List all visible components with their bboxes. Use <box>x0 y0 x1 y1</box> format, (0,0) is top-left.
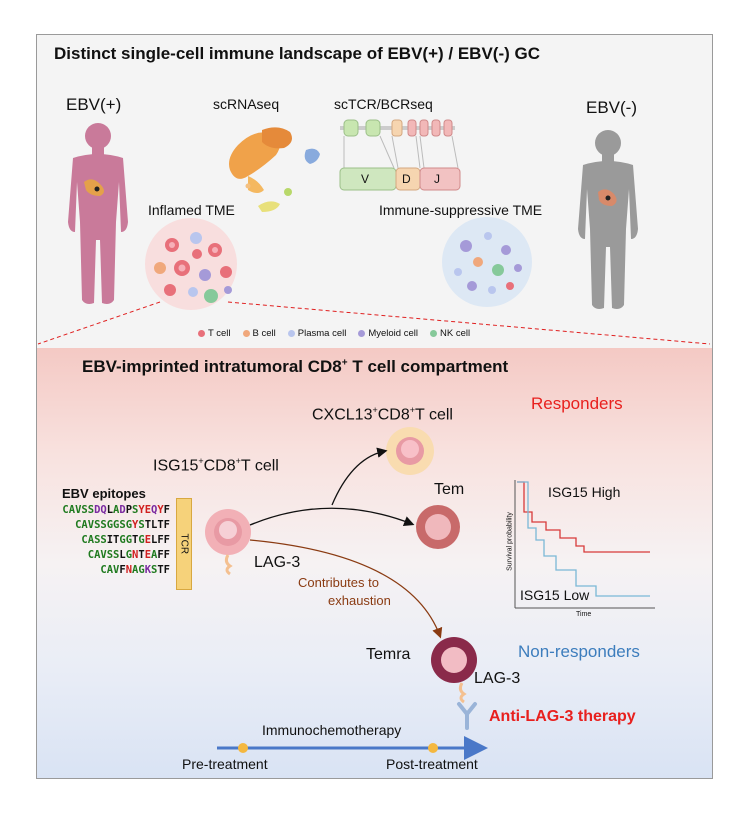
bottom-panel <box>37 348 712 778</box>
legend-label: Myeloid cell <box>368 328 418 339</box>
cd8-sup: + <box>235 456 241 466</box>
immunochemotherapy-label: Immunochemotherapy <box>262 722 402 738</box>
inflamed-tme-label: Inflamed TME <box>148 202 235 218</box>
segment-d-label: D <box>402 172 411 186</box>
ebv-positive-label: EBV(+) <box>66 95 122 114</box>
arrow-to-cxcl13 <box>331 447 388 506</box>
legend-item-b-cell: B cell <box>242 328 276 339</box>
isg15-cd8-label: ISG15+CD8+T cell <box>153 456 279 475</box>
km-survival-plot <box>514 480 655 609</box>
responders-label: Responders <box>531 394 623 413</box>
legend-label: B cell <box>252 328 276 339</box>
antibody-icon <box>457 702 477 730</box>
t-cell-text: T cell <box>240 457 279 475</box>
scrnaseq-label: scRNAseq <box>213 96 280 112</box>
legend-dot <box>429 330 437 337</box>
tem-cell-icon <box>416 505 460 549</box>
temra-cell-icon <box>431 637 477 704</box>
cell-type-legend: T cell B cell Plasma cell Myeloid cell N… <box>198 328 470 339</box>
tcr-sequence: CASSITGGTGELFF <box>81 534 170 546</box>
legend-label: NK cell <box>439 328 471 339</box>
suppressive-tme-label: Immune-suppressive TME <box>379 202 543 218</box>
cxcl13-text: CXCL13 <box>312 406 373 424</box>
figure-frame <box>36 34 713 779</box>
km-y-label: Survival probability <box>506 512 514 571</box>
km-high-curve <box>517 481 650 553</box>
km-low-curve <box>517 481 650 597</box>
tcr-bar <box>176 498 192 590</box>
bottom-title: EBV-imprinted intratumoral CD8+ T cell c… <box>82 357 508 377</box>
anti-lag3-label: Anti-LAG-3 therapy <box>489 708 636 725</box>
legend-label: T cell <box>208 328 231 339</box>
vdj-gene-icon <box>339 119 461 191</box>
isg15-text: ISG15 <box>153 457 199 475</box>
lag3-label-isg15: LAG-3 <box>254 554 301 571</box>
suppressive-tme-icon <box>442 217 532 307</box>
temra-label: Temra <box>366 646 411 663</box>
post-treatment-label: Post-treatment <box>386 756 478 772</box>
tcr-sequence: CAVSSGGSGYSTLTF <box>75 519 170 531</box>
cd8-text: CD8 <box>203 457 236 475</box>
tcr-sequence-list: CAVSSDQLADPSYEQYF CAVSSGGSGYSTLTF CASSIT… <box>46 503 170 578</box>
cxcl13-cd8-cell-icon <box>386 427 434 475</box>
cd8-sup: + <box>409 405 416 415</box>
legend-item-myeloid-cell: Myeloid cell <box>358 328 418 339</box>
ebv-negative-label: EBV(-) <box>586 98 637 117</box>
legend-dot <box>198 330 205 337</box>
legend-dot <box>242 330 250 337</box>
legend-label: Plasma cell <box>297 328 347 339</box>
t-cell-text: T cell <box>415 406 453 424</box>
non-responders-label: Non-responders <box>518 642 640 661</box>
isg15-cd8-cell-icon <box>205 509 251 576</box>
cxcl13-cd8-label: CXCL13+CD8+T cell <box>312 405 453 424</box>
umap-plot-icon <box>229 127 320 212</box>
exhaustion-label: exhaustion <box>328 593 391 608</box>
pre-treatment-dot <box>238 743 248 753</box>
top-title: Distinct single-cell immune landscape of… <box>54 44 541 63</box>
bottom-title-sup: + <box>341 357 348 369</box>
legend-dot <box>287 330 295 337</box>
km-low-label: ISG15 Low <box>520 587 590 603</box>
contributes-label: Contributes to <box>298 575 379 590</box>
ebv-negative-body-icon <box>578 130 638 309</box>
km-x-label: Time <box>576 611 592 618</box>
inflamed-tme-icon <box>145 218 237 310</box>
tcr-sequence: CAVSSLGNTEAFF <box>87 549 170 561</box>
legend-item-t-cell: T cell <box>198 328 231 339</box>
ebv-positive-body-icon <box>68 123 128 304</box>
isg15-sup: + <box>198 456 204 466</box>
tcr-sequence: CAVFNAGKSTF <box>100 564 170 576</box>
tem-label: Tem <box>434 481 465 498</box>
cxcl13-sup: + <box>372 405 378 415</box>
sctcr-label: scTCR/BCRseq <box>334 96 433 112</box>
legend-item-plasma-cell: Plasma cell <box>287 328 347 339</box>
arrow-to-tem <box>249 507 415 527</box>
tcr-sequence: CAVSSDQLADPSYEQYF <box>62 504 170 516</box>
segment-j-label: J <box>434 172 440 186</box>
lag3-label-temra: LAG-3 <box>474 670 521 687</box>
bottom-title-main: EBV-imprinted intratumoral CD8 <box>82 357 342 376</box>
zoom-line-left <box>37 301 161 345</box>
km-high-label: ISG15 High <box>548 484 621 500</box>
legend-dot <box>358 330 366 337</box>
post-treatment-dot <box>428 743 438 753</box>
segment-v-label: V <box>361 172 370 186</box>
bottom-title-end: T cell compartment <box>347 357 509 376</box>
epitopes-title: EBV epitopes <box>62 486 146 501</box>
legend-item-nk-cell: NK cell <box>429 328 471 339</box>
pre-treatment-label: Pre-treatment <box>182 756 268 772</box>
cd8-text: CD8 <box>377 406 410 424</box>
zoom-line-right <box>227 301 711 345</box>
arrow-to-temra <box>249 539 443 639</box>
